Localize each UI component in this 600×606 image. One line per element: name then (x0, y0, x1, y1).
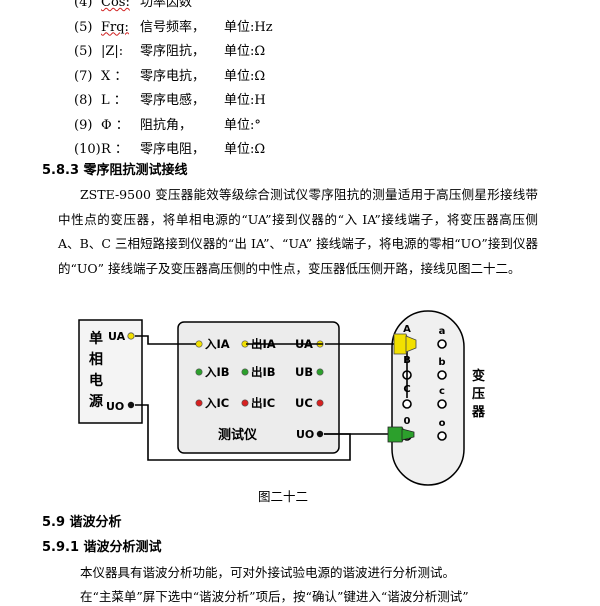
instrument-uo-label: UO (296, 428, 314, 441)
param-number: (5) (74, 19, 93, 35)
out-terminal (241, 368, 249, 376)
param-description: 信号频率， (140, 19, 206, 35)
instrument-label: 测试仪 (218, 427, 258, 443)
section-heading-583: 5.8.3 零序阻抗测试接线 (42, 163, 188, 178)
in-terminal (195, 340, 203, 348)
out-terminal (241, 399, 249, 407)
param-unit: 单位:Ω (224, 44, 266, 59)
param-unit: 单位:Ω (224, 68, 266, 84)
source-ua-label: UA (108, 330, 126, 343)
in-terminal (195, 399, 203, 407)
param-description: 零序电感， (140, 93, 206, 108)
section-591-paragraph-2: 在“主菜单”屏下选中“谐波分析”项后，按“确认”键进入“谐波分析测试” (80, 589, 469, 604)
param-unit: 单位:Hz (224, 19, 273, 35)
instrument-uo-terminal (316, 430, 324, 438)
in-label: 入IA (205, 337, 230, 351)
source-uo-label: UO (106, 400, 124, 413)
in-label: 入IC (205, 396, 229, 410)
param-number: (4) (74, 0, 93, 10)
param-symbol: Frq: (101, 19, 129, 35)
param-number: (9) (74, 117, 93, 133)
figure-caption: 图二十二 (258, 489, 308, 504)
param-description: 零序阻抗， (140, 44, 206, 59)
section-591-paragraph-1: 本仪器具有谐波分析功能，可对外接试验电源的谐波进行分析测试。 (80, 565, 456, 580)
param-description: 零序电阻， (140, 142, 206, 157)
wire-source-ua-to-in-ia (135, 335, 196, 345)
in-label: 入IB (205, 365, 230, 379)
transformer-label: 变压器 (471, 368, 486, 420)
param-symbol: |Z|: (101, 44, 124, 59)
hv-terminal (402, 399, 412, 409)
hv-terminal-label: 0 (404, 416, 411, 427)
hv-terminal-label: A (403, 324, 411, 335)
lv-terminal-label: b (438, 357, 445, 368)
param-number: (5) (74, 44, 93, 59)
lv-terminal-label: o (439, 418, 446, 429)
lv-terminal-label: a (439, 326, 446, 337)
lv-terminal (437, 339, 447, 349)
voltage-label: UC (295, 396, 313, 410)
param-description: 零序电抗， (140, 68, 206, 84)
param-symbol: R ： (101, 142, 128, 157)
lv-terminal-label: c (439, 386, 445, 397)
param-symbol: L ： (101, 93, 127, 108)
param-unit: 单位:° (224, 117, 261, 133)
lv-terminal (437, 399, 447, 409)
param-symbol: Cos: (101, 0, 130, 10)
voltage-terminal (316, 368, 324, 376)
in-terminal (195, 368, 203, 376)
param-number: (8) (74, 93, 93, 108)
yellow-clamp (393, 333, 417, 355)
instrument-box (177, 321, 340, 454)
section-583-paragraph: ZSTE-9500 变压器能效等级综合测试仪零序阻抗的测量适用于高压侧星形接线带… (58, 187, 538, 276)
out-label: 出IC (251, 396, 275, 410)
param-description: 阻抗角， (140, 117, 193, 133)
param-unit: 单位:H (224, 93, 266, 108)
source-ua-terminal (127, 332, 135, 340)
param-number: (7) (74, 68, 93, 84)
param-symbol: Φ ： (101, 117, 129, 133)
source-uo-terminal (127, 401, 135, 409)
voltage-label: UB (295, 365, 313, 379)
transformer-body (391, 310, 465, 486)
lv-terminal (437, 431, 447, 441)
section-heading-591: 5.9.1 谐波分析测试 (42, 540, 162, 555)
green-clamp (387, 426, 415, 443)
lv-terminal (437, 370, 447, 380)
voltage-terminal (316, 399, 324, 407)
out-label: 出IB (251, 365, 276, 379)
param-number: (10) (74, 142, 101, 157)
param-description: 功率因数 (140, 0, 193, 10)
param-symbol: X ： (101, 68, 128, 84)
param-unit: 单位:Ω (224, 142, 266, 157)
source-label: 单相电源 (89, 330, 103, 410)
section-heading-59: 5.9 谐波分析 (42, 515, 122, 530)
